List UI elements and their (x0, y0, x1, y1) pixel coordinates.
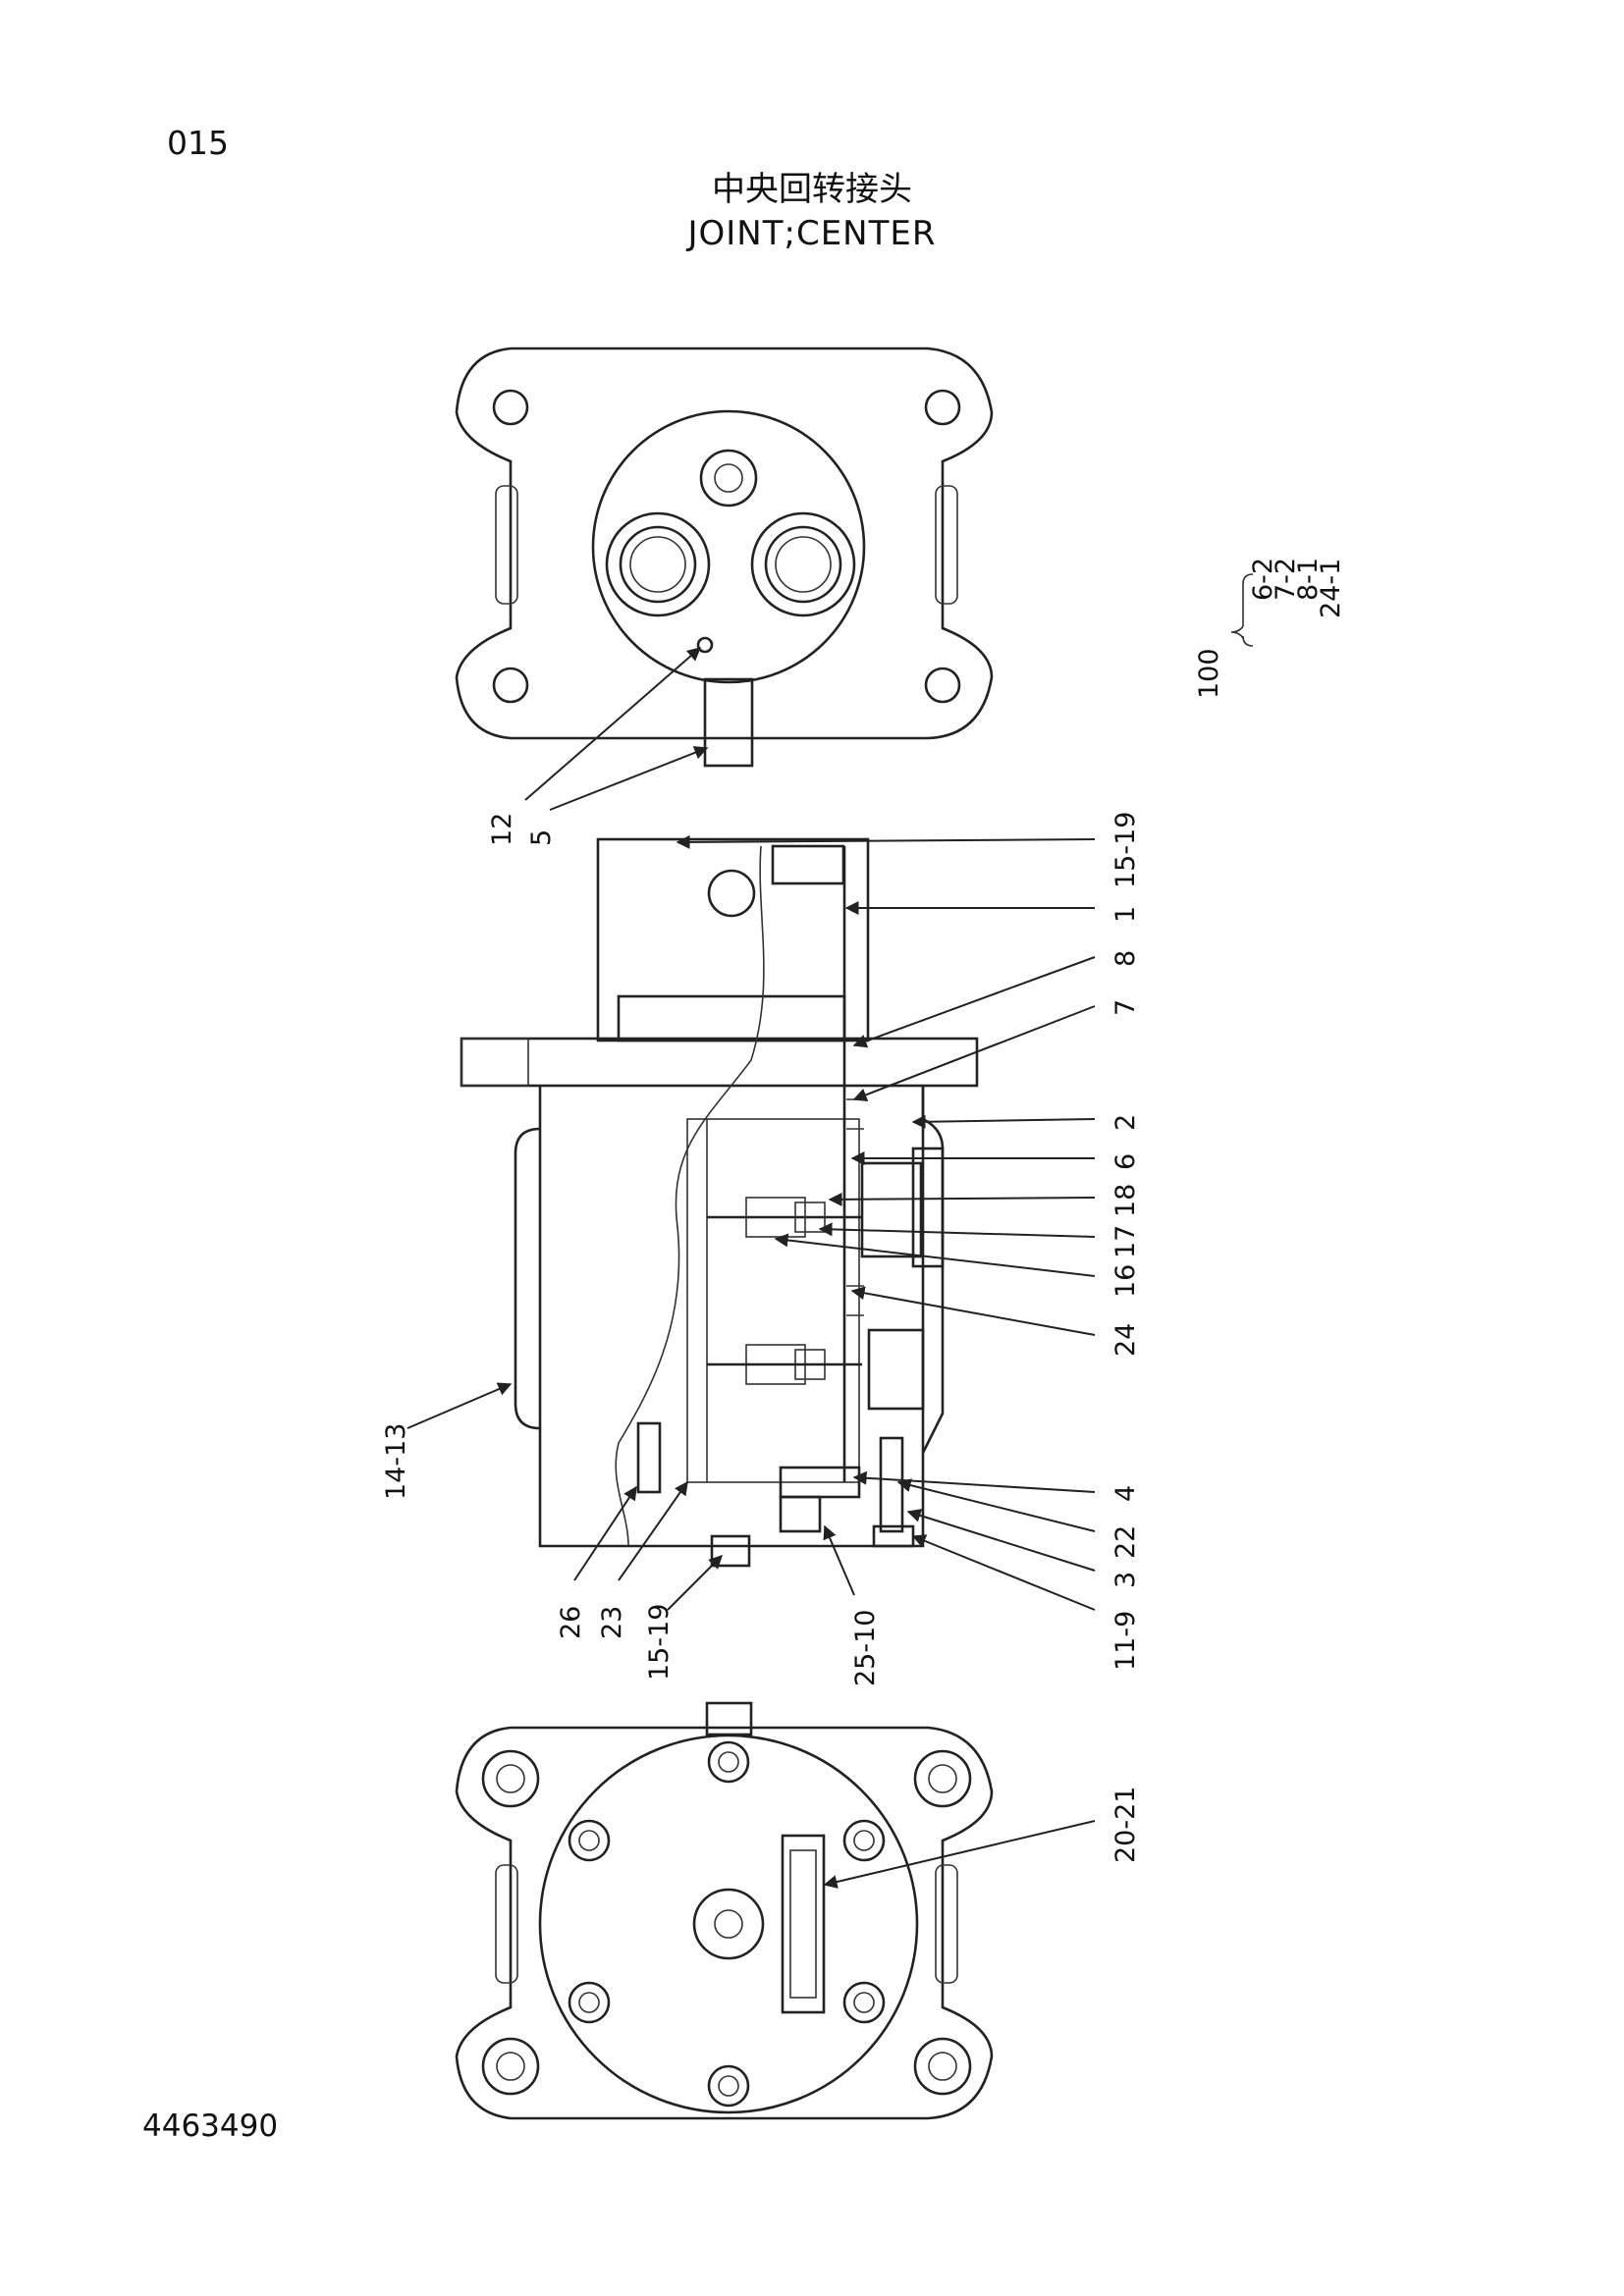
callout-12: 12 (487, 813, 517, 846)
title-chinese: 中央回转接头 (712, 170, 912, 209)
callout-20-21: 20-21 (1110, 1787, 1141, 1863)
callout-7: 7 (1110, 999, 1141, 1016)
callout-26: 26 (556, 1606, 586, 1639)
callout-5: 5 (526, 829, 557, 846)
callout-2: 2 (1110, 1114, 1141, 1131)
callout-6: 6 (1110, 1153, 1141, 1170)
callout-16: 16 (1110, 1264, 1141, 1298)
callout-labels: 12 5 15-19 1 8 7 2 6 18 17 16 24 4 22 3 … (381, 812, 1141, 1863)
kit-label: 100 (1194, 648, 1224, 699)
kit-group: 100 6-2 6-2 7-2 8-1 24-1 24-1 (1194, 558, 1346, 699)
bottom-view (455, 1701, 994, 2120)
callout-23: 23 (597, 1606, 627, 1639)
callout-15-19-top: 15-19 (1110, 812, 1141, 888)
document-number: 4463490 (142, 2109, 279, 2144)
kit-item-8-1: 8-1 (1293, 558, 1324, 601)
callout-11-9: 11-9 (1110, 1611, 1141, 1671)
section-view (460, 837, 979, 1568)
kit-item-7-2: 7-2 (1271, 558, 1301, 601)
callout-3: 3 (1110, 1572, 1141, 1588)
callout-24: 24 (1110, 1323, 1141, 1357)
callout-8: 8 (1110, 950, 1141, 967)
page-number: 015 (167, 124, 229, 162)
callout-22: 22 (1110, 1525, 1141, 1559)
callout-14-13: 14-13 (381, 1423, 411, 1500)
callout-4: 4 (1110, 1485, 1141, 1502)
kit-item-6-2: 6-2 (1248, 558, 1278, 601)
callout-18: 18 (1110, 1184, 1141, 1217)
callout-25-10: 25-10 (850, 1610, 881, 1686)
callout-15-19-bottom: 15-19 (644, 1604, 675, 1681)
callout-1: 1 (1110, 906, 1141, 923)
title-english: JOINT;CENTER (687, 214, 937, 253)
leader-lines (406, 647, 1096, 1889)
callout-17: 17 (1110, 1225, 1141, 1258)
top-view (455, 347, 994, 768)
kit-item-24-1-visible: 24-1 (1316, 559, 1346, 618)
